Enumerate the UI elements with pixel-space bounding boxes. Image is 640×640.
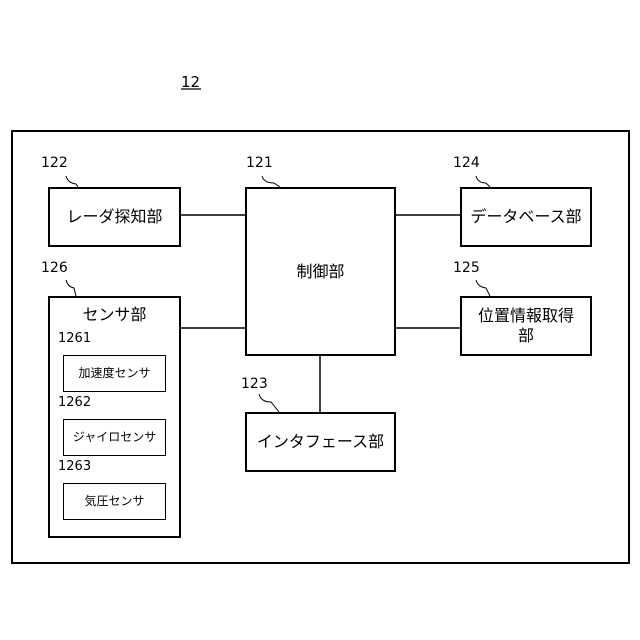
interface-label: インタフェース部 [257,432,384,452]
accelerometer-ref: 1261 [58,331,91,346]
radar-detection-block: レーダ探知部 [48,187,181,247]
control-unit-block: 制御部 [245,187,396,356]
barometer-label: 気圧センサ [84,494,144,509]
position-info-block: 位置情報取得 部 [460,296,592,356]
interface-ref: 123 [241,376,268,392]
radar-ref: 122 [41,155,68,171]
figure-ref: 12 [181,73,200,91]
accelerometer-block: 加速度センサ [63,355,166,392]
database-block: データベース部 [460,187,592,247]
gyro-sensor-label: ジャイロセンサ [73,430,156,445]
position-info-label-line2: 部 [518,326,534,346]
gyro-sensor-block: ジャイロセンサ [63,419,166,456]
interface-block: インタフェース部 [245,412,396,472]
sensor-ref: 126 [41,260,68,276]
barometer-block: 気圧センサ [63,483,166,520]
control-ref: 121 [246,155,273,171]
database-ref: 124 [453,155,480,171]
gyro-ref: 1262 [58,395,91,410]
barometer-ref: 1263 [58,459,91,474]
control-unit-label: 制御部 [296,262,344,282]
accelerometer-label: 加速度センサ [78,366,150,381]
sensor-unit-label: センサ部 [50,304,179,326]
radar-detection-label: レーダ探知部 [66,207,162,227]
position-ref: 125 [453,260,480,276]
position-info-label-line1: 位置情報取得 [478,306,574,326]
database-label: データベース部 [470,207,581,227]
